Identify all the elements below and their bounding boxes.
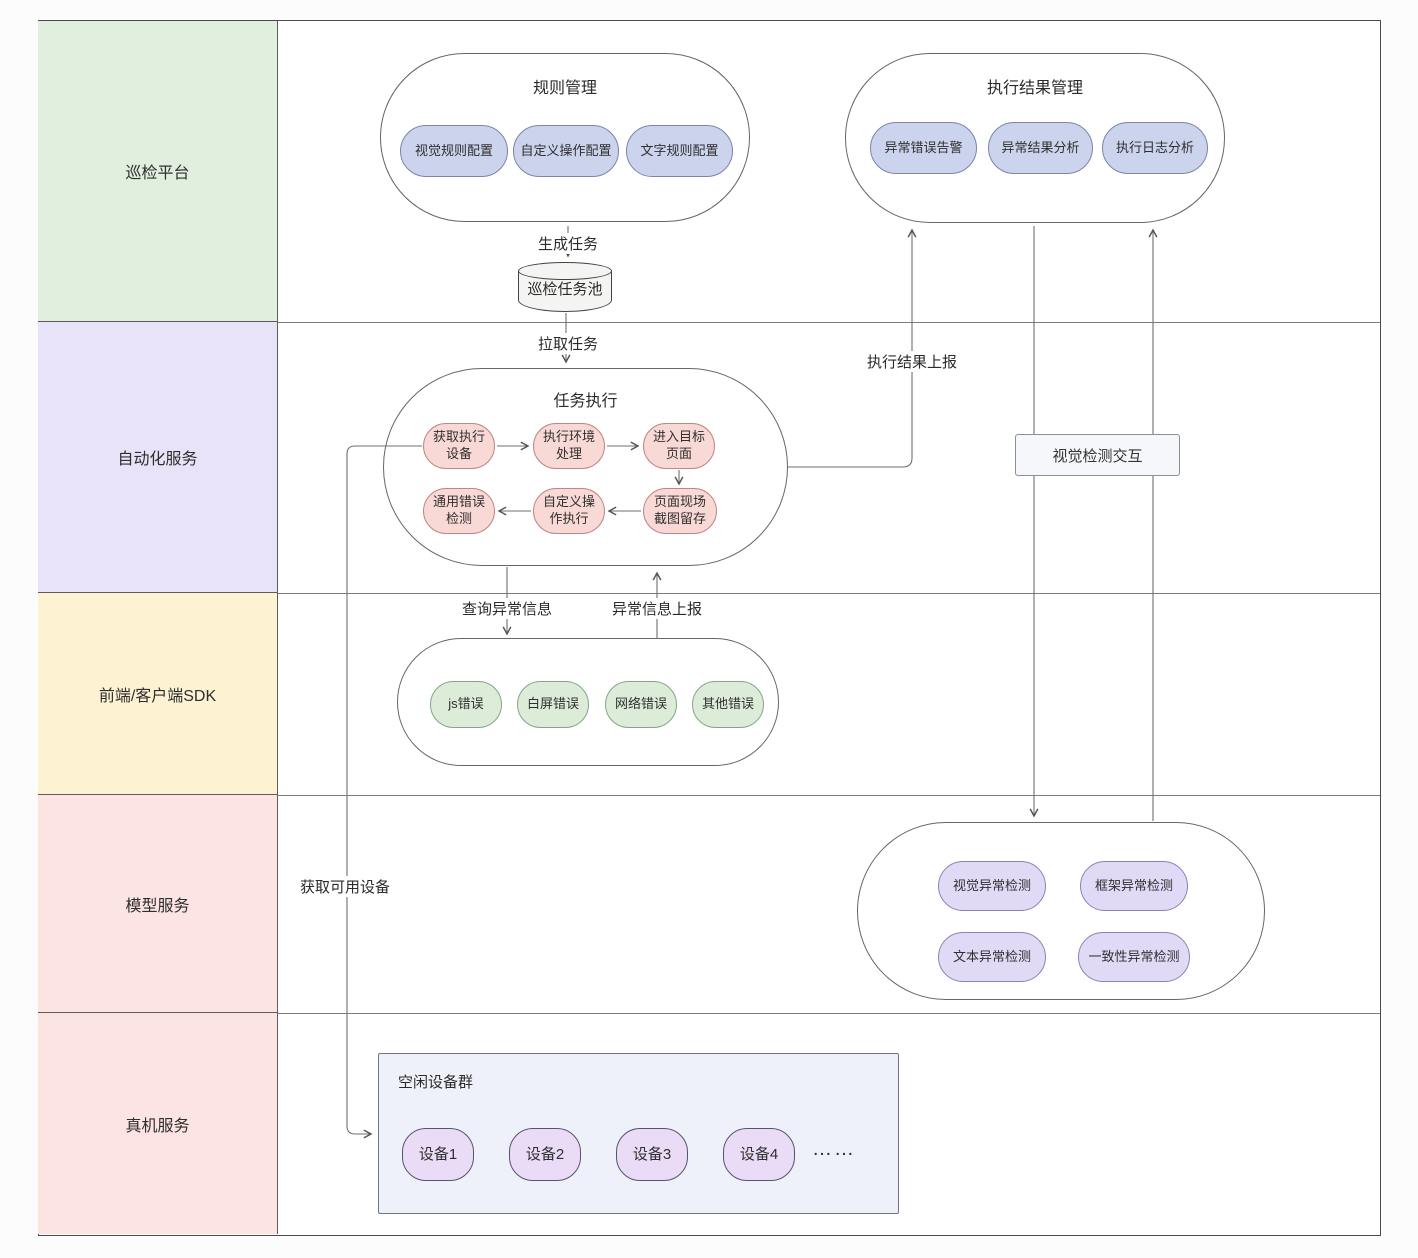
node-get-exec-device: 获取执行设备	[423, 423, 495, 469]
node-generic-error-detect: 通用错误检测	[423, 488, 495, 534]
lane-label: 巡检平台	[125, 165, 190, 182]
label-pull-task: 拉取任务	[533, 333, 603, 354]
node-error-alert: 异常错误告警	[870, 122, 977, 174]
idle-device-group-title: 空闲设备群	[398, 1074, 474, 1091]
node-log-analysis: 执行日志分析	[1102, 122, 1208, 174]
node-env-processing: 执行环境处理	[533, 423, 605, 469]
lane-label: 模型服务	[125, 897, 190, 915]
label-get-devices: 获取可用设备	[295, 876, 395, 897]
task-execution-title: 任务执行	[553, 393, 618, 410]
node-custom-operation-config: 自定义操作配置	[513, 125, 619, 177]
lane-label: 真机服务	[125, 1117, 190, 1135]
task-pool-cylinder-top	[518, 262, 612, 280]
node-device-3: 设备3	[616, 1128, 688, 1181]
label-report-result: 执行结果上报	[862, 351, 962, 372]
label-report-error: 异常信息上报	[607, 598, 707, 619]
lane-automation-service: 自动化服务	[38, 322, 278, 593]
lane-label: 自动化服务	[117, 451, 198, 468]
device-ellipsis: ……	[812, 1138, 856, 1160]
lane-inspection-platform: 巡检平台	[38, 21, 278, 322]
node-result-analysis: 异常结果分析	[988, 122, 1093, 174]
node-frame-anomaly-detect: 框架异常检测	[1080, 861, 1188, 911]
result-management-title: 执行结果管理	[986, 80, 1083, 97]
lane-model-service: 模型服务	[38, 795, 278, 1013]
model-service-container	[857, 822, 1265, 1000]
node-device-4: 设备4	[723, 1128, 795, 1181]
node-device-2: 设备2	[509, 1128, 581, 1181]
lane-frontend-sdk: 前端/客户端SDK	[38, 593, 278, 795]
lane-real-device-service: 真机服务	[38, 1013, 278, 1234]
label-generate-task: 生成任务	[533, 233, 603, 254]
node-screenshot-save: 页面现场截图留存	[643, 488, 717, 534]
node-network-error: 网络错误	[605, 681, 677, 728]
lane-separator	[278, 593, 1380, 594]
node-visual-anomaly-detect: 视觉异常检测	[938, 861, 1046, 911]
visual-detection-interaction-box: 视觉检测交互	[1015, 434, 1180, 476]
edge-get-devices	[346, 445, 422, 1139]
node-other-error: 其他错误	[692, 681, 764, 728]
task-pool-label: 巡检任务池	[527, 281, 603, 298]
rule-management-title: 规则管理	[532, 80, 597, 97]
node-enter-target-page: 进入目标页面	[643, 423, 715, 469]
node-visual-rule-config: 视觉规则配置	[400, 125, 508, 177]
lane-separator	[278, 1013, 1380, 1014]
node-js-error: js错误	[430, 681, 502, 728]
lane-separator	[278, 322, 1380, 323]
node-consistency-anomaly-detect: 一致性异常检测	[1078, 932, 1190, 982]
edge-report-result	[788, 228, 917, 468]
lane-label: 前端/客户端SDK	[98, 687, 217, 705]
label-query-error: 查询异常信息	[457, 598, 557, 619]
node-custom-operation-exec: 自定义操作执行	[533, 488, 605, 534]
lane-separator	[278, 795, 1380, 796]
node-device-1: 设备1	[402, 1128, 474, 1181]
node-text-rule-config: 文字规则配置	[626, 125, 733, 177]
node-text-anomaly-detect: 文本异常检测	[938, 932, 1046, 982]
node-white-screen-error: 白屏错误	[517, 681, 589, 728]
